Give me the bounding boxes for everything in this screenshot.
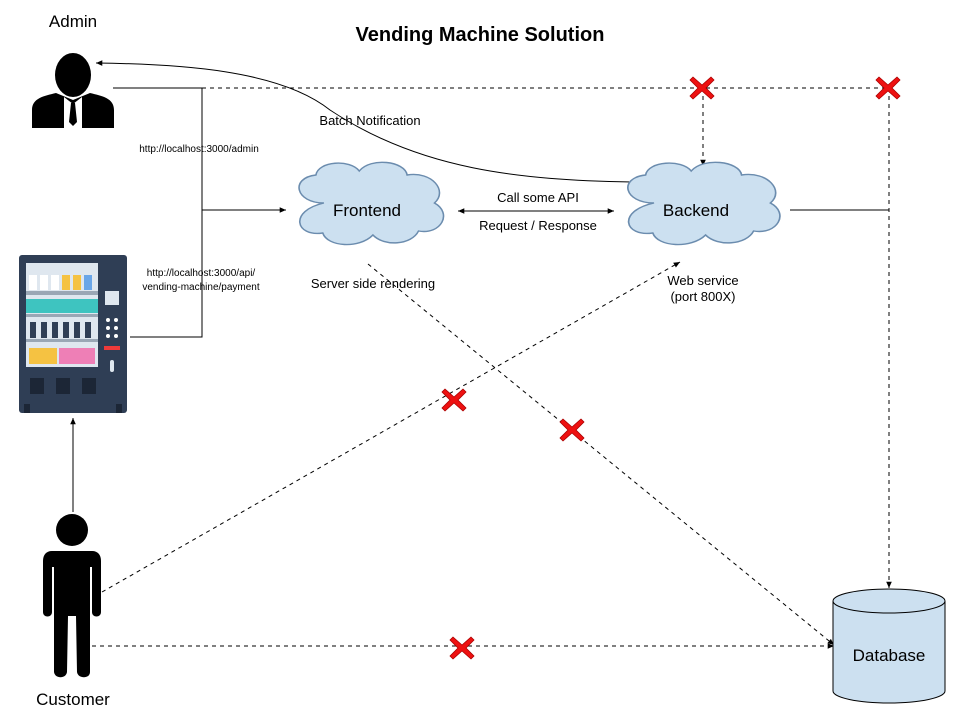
payment-url-label-line1: http://localhost:3000/api/ bbox=[147, 268, 256, 279]
admin-label: Admin bbox=[49, 12, 97, 31]
customer-to-backend-dashed-arrow bbox=[101, 261, 681, 593]
cross-icon bbox=[559, 418, 585, 442]
frontend-label: Frontend bbox=[333, 201, 401, 220]
admin-person-icon bbox=[32, 53, 114, 128]
frontend-to-database-dashed-arrow bbox=[367, 263, 835, 646]
ssr-label: Server side rendering bbox=[311, 276, 435, 291]
database-cylinder bbox=[832, 588, 946, 704]
admin-url-label: http://localhost:3000/admin bbox=[139, 144, 259, 155]
batch-notification-arrow bbox=[95, 60, 633, 183]
diagram-title: Vending Machine Solution bbox=[356, 24, 605, 46]
cross-icon bbox=[449, 636, 475, 660]
database-label: Database bbox=[853, 646, 926, 665]
vending-connector bbox=[130, 210, 203, 338]
web-service-label-line1: Web service bbox=[667, 273, 738, 288]
vending-machine-icon bbox=[19, 255, 127, 413]
customer-label: Customer bbox=[36, 690, 110, 709]
cross-icon bbox=[875, 76, 901, 100]
call-api-label: Call some API bbox=[497, 190, 579, 205]
payment-url-label-line2: vending-machine/payment bbox=[142, 282, 260, 293]
cross-icon bbox=[441, 388, 467, 412]
web-service-label-line2: (port 800X) bbox=[670, 289, 735, 304]
request-response-label: Request / Response bbox=[479, 218, 597, 233]
customer-person-icon bbox=[43, 514, 101, 678]
backend-label: Backend bbox=[663, 201, 729, 220]
batch-notification-label: Batch Notification bbox=[319, 113, 420, 128]
